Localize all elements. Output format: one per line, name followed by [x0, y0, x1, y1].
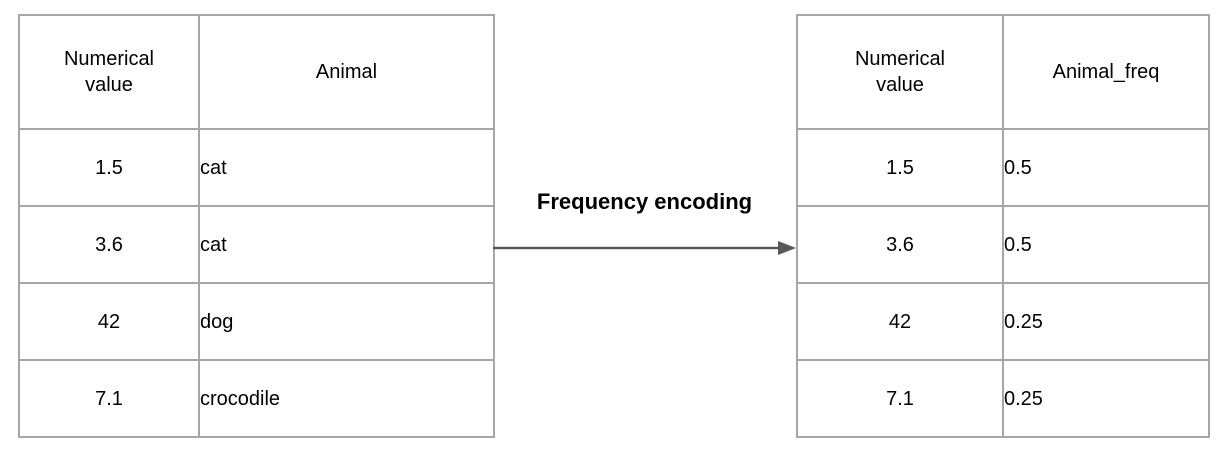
- table-row: 3.6 0.5: [796, 205, 1210, 284]
- input-table: Numerical value Animal 1.5 cat 3.6 cat 4…: [18, 14, 495, 438]
- cell-numerical-value: 3.6: [796, 205, 1004, 284]
- cell-numerical-value: 1.5: [796, 128, 1004, 207]
- cell-numerical-value: 1.5: [18, 128, 200, 207]
- cell-animal-freq: 0.5: [1002, 128, 1210, 207]
- cell-numerical-value: 42: [796, 282, 1004, 361]
- table-row: 1.5 0.5: [796, 128, 1210, 207]
- table-row: 7.1 crocodile: [18, 359, 495, 438]
- encoded-header-animal-freq: Animal_freq: [1002, 14, 1210, 130]
- table-row: 7.1 0.25: [796, 359, 1210, 438]
- arrow-label: Frequency encoding: [536, 189, 753, 214]
- cell-numerical-value: 42: [18, 282, 200, 361]
- input-header-numerical-value: Numerical value: [18, 14, 200, 130]
- cell-animal-freq: 0.25: [1002, 282, 1210, 361]
- cell-numerical-value: 7.1: [796, 359, 1004, 438]
- cell-animal: cat: [198, 128, 495, 207]
- cell-animal: cat: [198, 205, 495, 284]
- cell-numerical-value: 3.6: [18, 205, 200, 284]
- table-row: 1.5 cat: [18, 128, 495, 207]
- table-row: 42 0.25: [796, 282, 1210, 361]
- cell-animal: dog: [198, 282, 495, 361]
- input-header-animal: Animal: [198, 14, 495, 130]
- encoded-header-numerical-value-label: Numerical value: [854, 48, 946, 96]
- cell-numerical-value: 7.1: [18, 359, 200, 438]
- table-row: 3.6 cat: [18, 205, 495, 284]
- input-table-header-row: Numerical value Animal: [18, 14, 495, 130]
- cell-animal-freq: 0.25: [1002, 359, 1210, 438]
- encoded-table-header-row: Numerical value Animal_freq: [796, 14, 1210, 130]
- right-arrow-icon: [493, 241, 796, 255]
- table-row: 42 dog: [18, 282, 495, 361]
- encoded-header-numerical-value: Numerical value: [796, 14, 1004, 130]
- cell-animal: crocodile: [198, 359, 495, 438]
- cell-animal-freq: 0.5: [1002, 205, 1210, 284]
- encoded-table: Numerical value Animal_freq 1.5 0.5 3.6 …: [796, 14, 1210, 438]
- input-header-numerical-value-label: Numerical value: [63, 48, 155, 96]
